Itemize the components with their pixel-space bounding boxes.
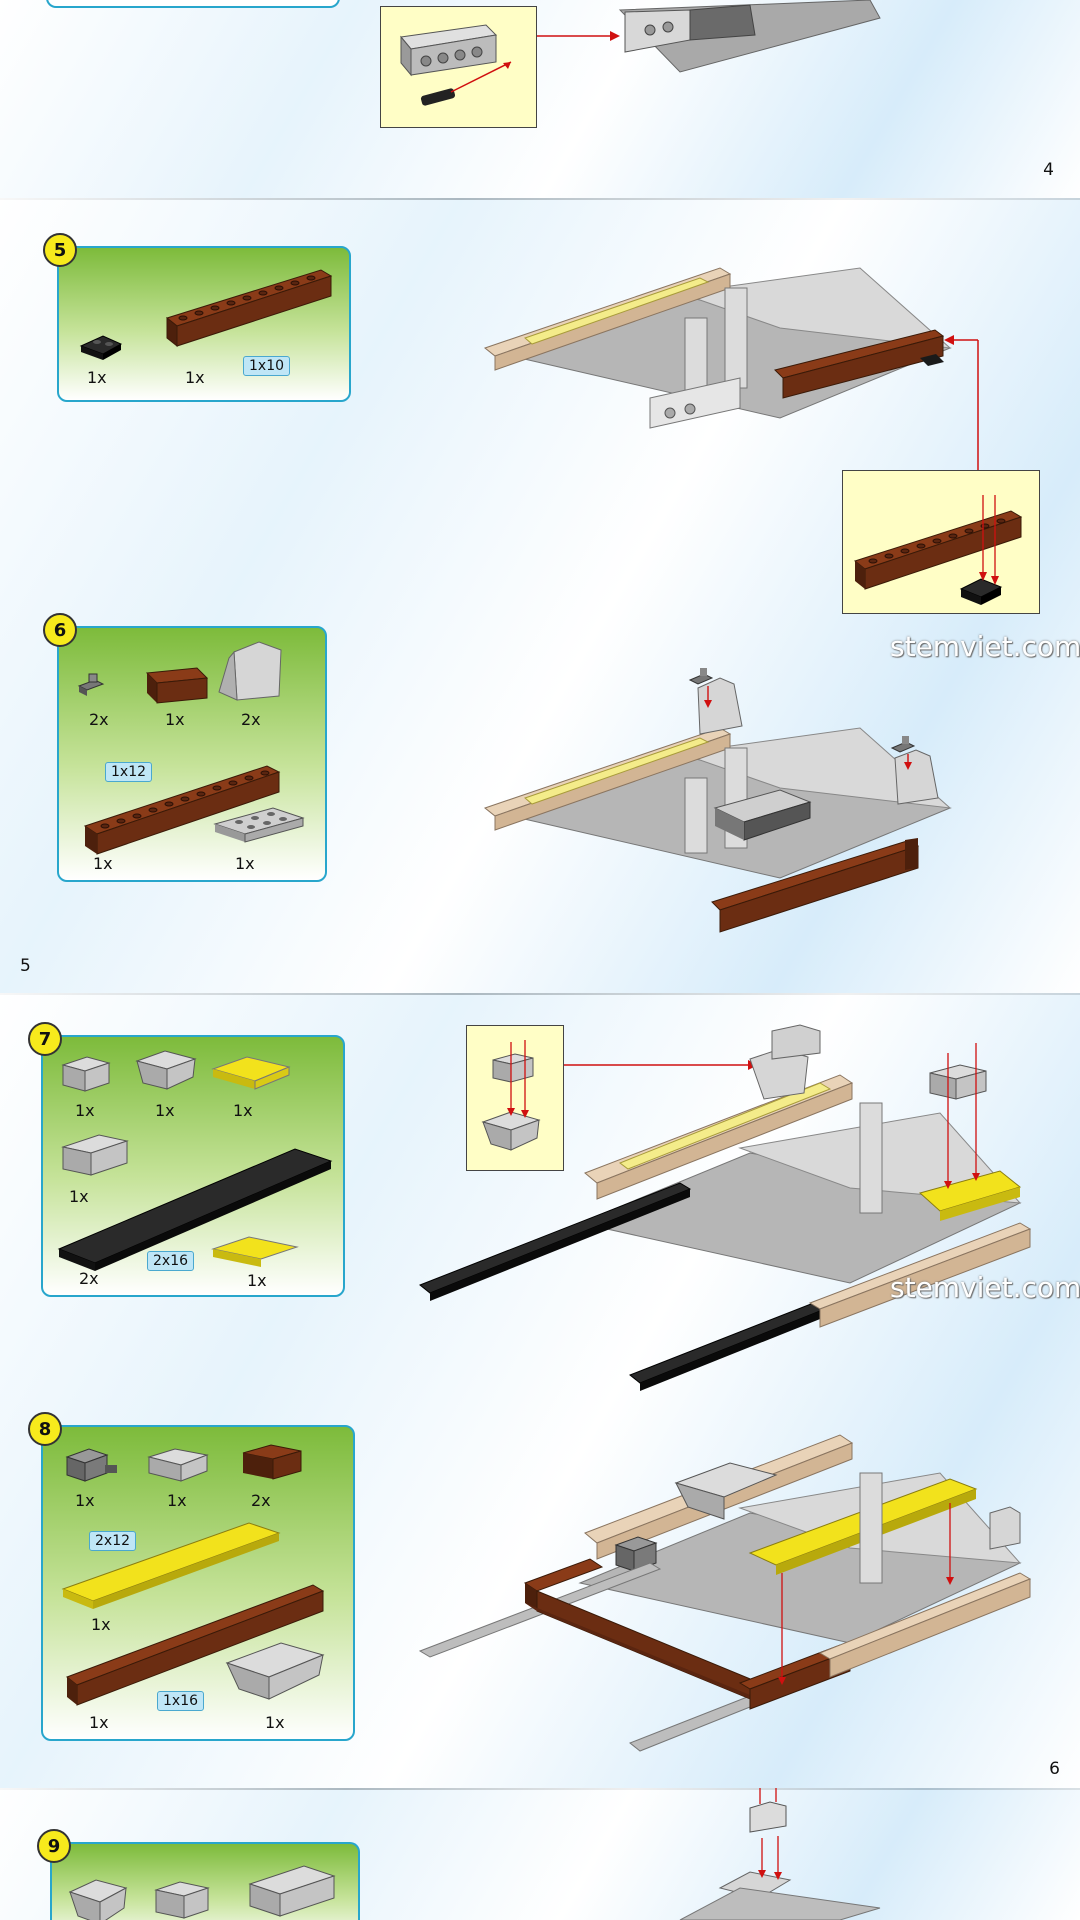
parts-illustrations-step6 [77, 641, 305, 855]
part-quantity: 1x [167, 1491, 187, 1510]
parts-illustrations-step8 [61, 1444, 325, 1706]
part-quantity: 2x [241, 710, 261, 729]
model-assembly-step4 [618, 0, 881, 73]
model-assembly-step9 [679, 1788, 881, 1920]
part-quantity: 1x [155, 1101, 175, 1120]
part-quantity: 1x [165, 710, 185, 729]
brick-size-label: 2x12 [89, 1531, 137, 1551]
callout-box-step5 [842, 470, 1040, 614]
parts-box-step5: 1x 1x 1x10 [57, 246, 351, 402]
part-quantity: 1x [235, 854, 255, 873]
step-number-badge: 6 [43, 613, 77, 647]
step-number-badge: 8 [28, 1412, 62, 1446]
part-quantity: 1x [247, 1271, 267, 1290]
instruction-page-7: 9 [0, 1788, 1080, 1920]
part-quantity: 1x [265, 1713, 285, 1732]
instruction-page-4: 4 [0, 0, 1080, 200]
parts-box-step8: 1x 1x 2x 2x12 1x 1x16 1x 1x [41, 1425, 355, 1741]
brick-attach-detail [853, 495, 1023, 605]
part-quantity: 1x [91, 1615, 111, 1634]
brick-on-slope-detail [481, 1040, 541, 1151]
page-number: 4 [1043, 160, 1054, 180]
model-assembly-step6 [483, 668, 952, 933]
part-quantity: 1x [185, 368, 205, 387]
page-number: 6 [1049, 1759, 1060, 1779]
page-number: 5 [20, 956, 31, 976]
parts-box-step6: 2x 1x 2x 1x12 1x 1x [57, 626, 327, 882]
part-quantity: 1x [75, 1491, 95, 1510]
parts-box-step7: 1x 1x 1x 1x 2x 2x16 1x [41, 1035, 345, 1297]
callout-box-step7 [466, 1025, 564, 1171]
instruction-page-6: 7 1x 1x 1x [0, 993, 1080, 1790]
step-number-badge: 7 [28, 1022, 62, 1056]
step-number-badge: 5 [43, 233, 77, 267]
parts-illustrations-step7 [57, 1050, 333, 1271]
technic-brick-with-pin-illustration [400, 24, 512, 106]
instruction-page-5: 5 1x 1x 1x10 [0, 198, 1080, 995]
step-number-badge: 9 [37, 1829, 71, 1863]
brick-size-label: 1x16 [157, 1691, 205, 1711]
brick-size-label: 2x16 [147, 1251, 195, 1271]
parts-illustrations-step9 [68, 1865, 336, 1920]
watermark-text: stemviet.com [890, 1271, 1080, 1304]
watermark-text: stemviet.com [890, 630, 1080, 663]
part-quantity: 1x [93, 854, 113, 873]
brick-size-label: 1x12 [105, 762, 153, 782]
brick-size-label: 1x10 [243, 356, 291, 376]
part-quantity: 1x [233, 1101, 253, 1120]
model-assembly-step8 [418, 1434, 1032, 1752]
part-quantity: 2x [89, 710, 109, 729]
part-quantity: 2x [251, 1491, 271, 1510]
part-quantity: 1x [89, 1713, 109, 1732]
part-quantity: 1x [75, 1101, 95, 1120]
model-assembly-step5 [483, 267, 979, 508]
parts-illustrations-step5 [79, 269, 333, 360]
callout-box-step4 [380, 6, 537, 128]
model-assembly-step7 [419, 1024, 1032, 1391]
parts-box-step9 [50, 1842, 360, 1920]
part-quantity: 2x [79, 1269, 99, 1288]
part-quantity: 1x [87, 368, 107, 387]
callout-arrow-step4 [537, 31, 620, 41]
part-quantity: 1x [69, 1187, 89, 1206]
